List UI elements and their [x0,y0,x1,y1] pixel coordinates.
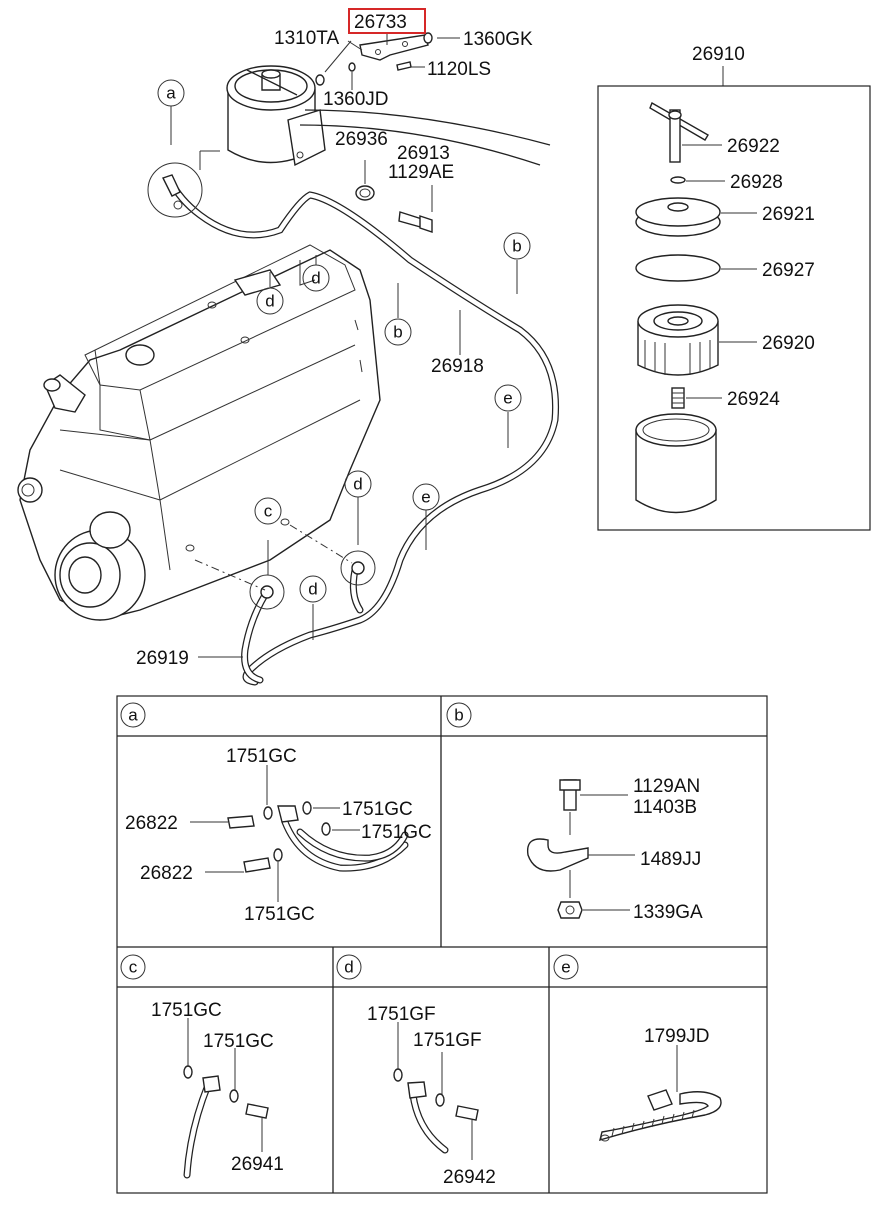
detail-b-label-2: 11403B [633,797,697,818]
callout-d-main-4: d [299,575,327,603]
label-26936: 26936 [335,129,388,150]
callout-a-main: a [157,79,185,107]
detail-d: d 1751GF 1751GF 26942 [336,954,496,1188]
main-callouts: a b b d d e e d [157,79,531,603]
detail-a-label-5: 26822 [140,863,193,884]
label-1120LS: 1120LS [427,59,491,80]
svg-text:d: d [308,580,317,599]
engine-block-illustration [17,244,381,621]
detail-c-label-3: 26941 [231,1154,284,1175]
callout-d-main-1: d [302,264,330,292]
svg-text:b: b [512,237,521,256]
detail-c-label-2: 1751GC [203,1031,274,1052]
detail-d-header: d [344,958,353,977]
label-26927: 26927 [762,260,815,281]
label-1129AE: 1129AE [388,162,454,183]
reservoir-illustration [226,32,551,233]
callout-b-main-1: b [503,232,531,260]
svg-text:d: d [353,475,362,494]
svg-text:a: a [166,84,176,103]
callout-d-main-3: d [344,470,372,498]
callout-b-main-2: b [384,318,412,346]
label-1310TA: 1310TA [274,28,339,49]
detail-grid [116,695,768,1194]
detail-b-header: b [454,706,463,725]
main-part-labels: 26733 1310TA 1360GK 1120LS 1360JD 26936 … [136,8,533,669]
detail-e-label-1: 1799JD [644,1026,710,1047]
svg-text:e: e [421,488,430,507]
detail-a-label-2: 1751GC [342,799,413,820]
callout-e-main-2: e [412,483,440,511]
label-26913: 26913 [397,143,450,164]
label-26921: 26921 [762,204,815,225]
detail-a-label-1: 1751GC [226,746,297,767]
detail-b-label-3: 1489JJ [640,849,701,870]
svg-text:d: d [265,292,274,311]
callout-e-main-1: e [494,384,522,412]
label-1360JD: 1360JD [323,89,389,110]
detail-c: c 1751GC 1751GC 26941 [120,954,284,1179]
label-26910: 26910 [692,44,745,65]
label-1360GK: 1360GK [463,29,533,50]
detail-b: b 1129AN 11403B 1489JJ 1339GA [446,702,703,923]
detail-e-header: e [561,958,570,977]
leader-lines [170,32,518,658]
detail-a-header: a [128,706,138,725]
detail-b-label-4: 1339GA [633,902,703,923]
detail-d-label-2: 1751GF [413,1030,482,1051]
label-26922: 26922 [727,136,780,157]
fitting-circles [147,162,376,610]
svg-text:b: b [393,323,402,342]
svg-text:d: d [311,269,320,288]
detail-d-label-3: 26942 [443,1167,496,1188]
callout-d-main-2: d [256,287,284,315]
svg-text:c: c [264,502,273,521]
detail-a: a 1751GC 1751GC 1751GC 26822 26822 1751G… [120,702,432,925]
detail-e: e 1799JD [553,954,722,1142]
label-26733: 26733 [354,12,407,33]
callout-c-main: c [254,497,282,525]
label-26919: 26919 [136,648,189,669]
label-26928: 26928 [730,172,783,193]
hose-lines [166,176,560,686]
detail-c-header: c [129,958,138,977]
label-26924: 26924 [727,389,780,410]
filter-assembly: 26910 26922 26928 26921 26927 26920 [597,44,871,531]
detail-d-label-1: 1751GF [367,1004,436,1025]
highlight-box [348,8,426,34]
detail-a-label-6: 1751GC [244,904,315,925]
detail-a-label-3: 1751GC [361,822,432,843]
detail-c-label-1: 1751GC [151,1000,222,1021]
detail-b-label-1: 1129AN [633,776,700,797]
filter-box [597,85,871,531]
svg-text:e: e [503,389,512,408]
label-26918: 26918 [431,356,484,377]
detail-a-label-4: 26822 [125,813,178,834]
label-26920: 26920 [762,333,815,354]
